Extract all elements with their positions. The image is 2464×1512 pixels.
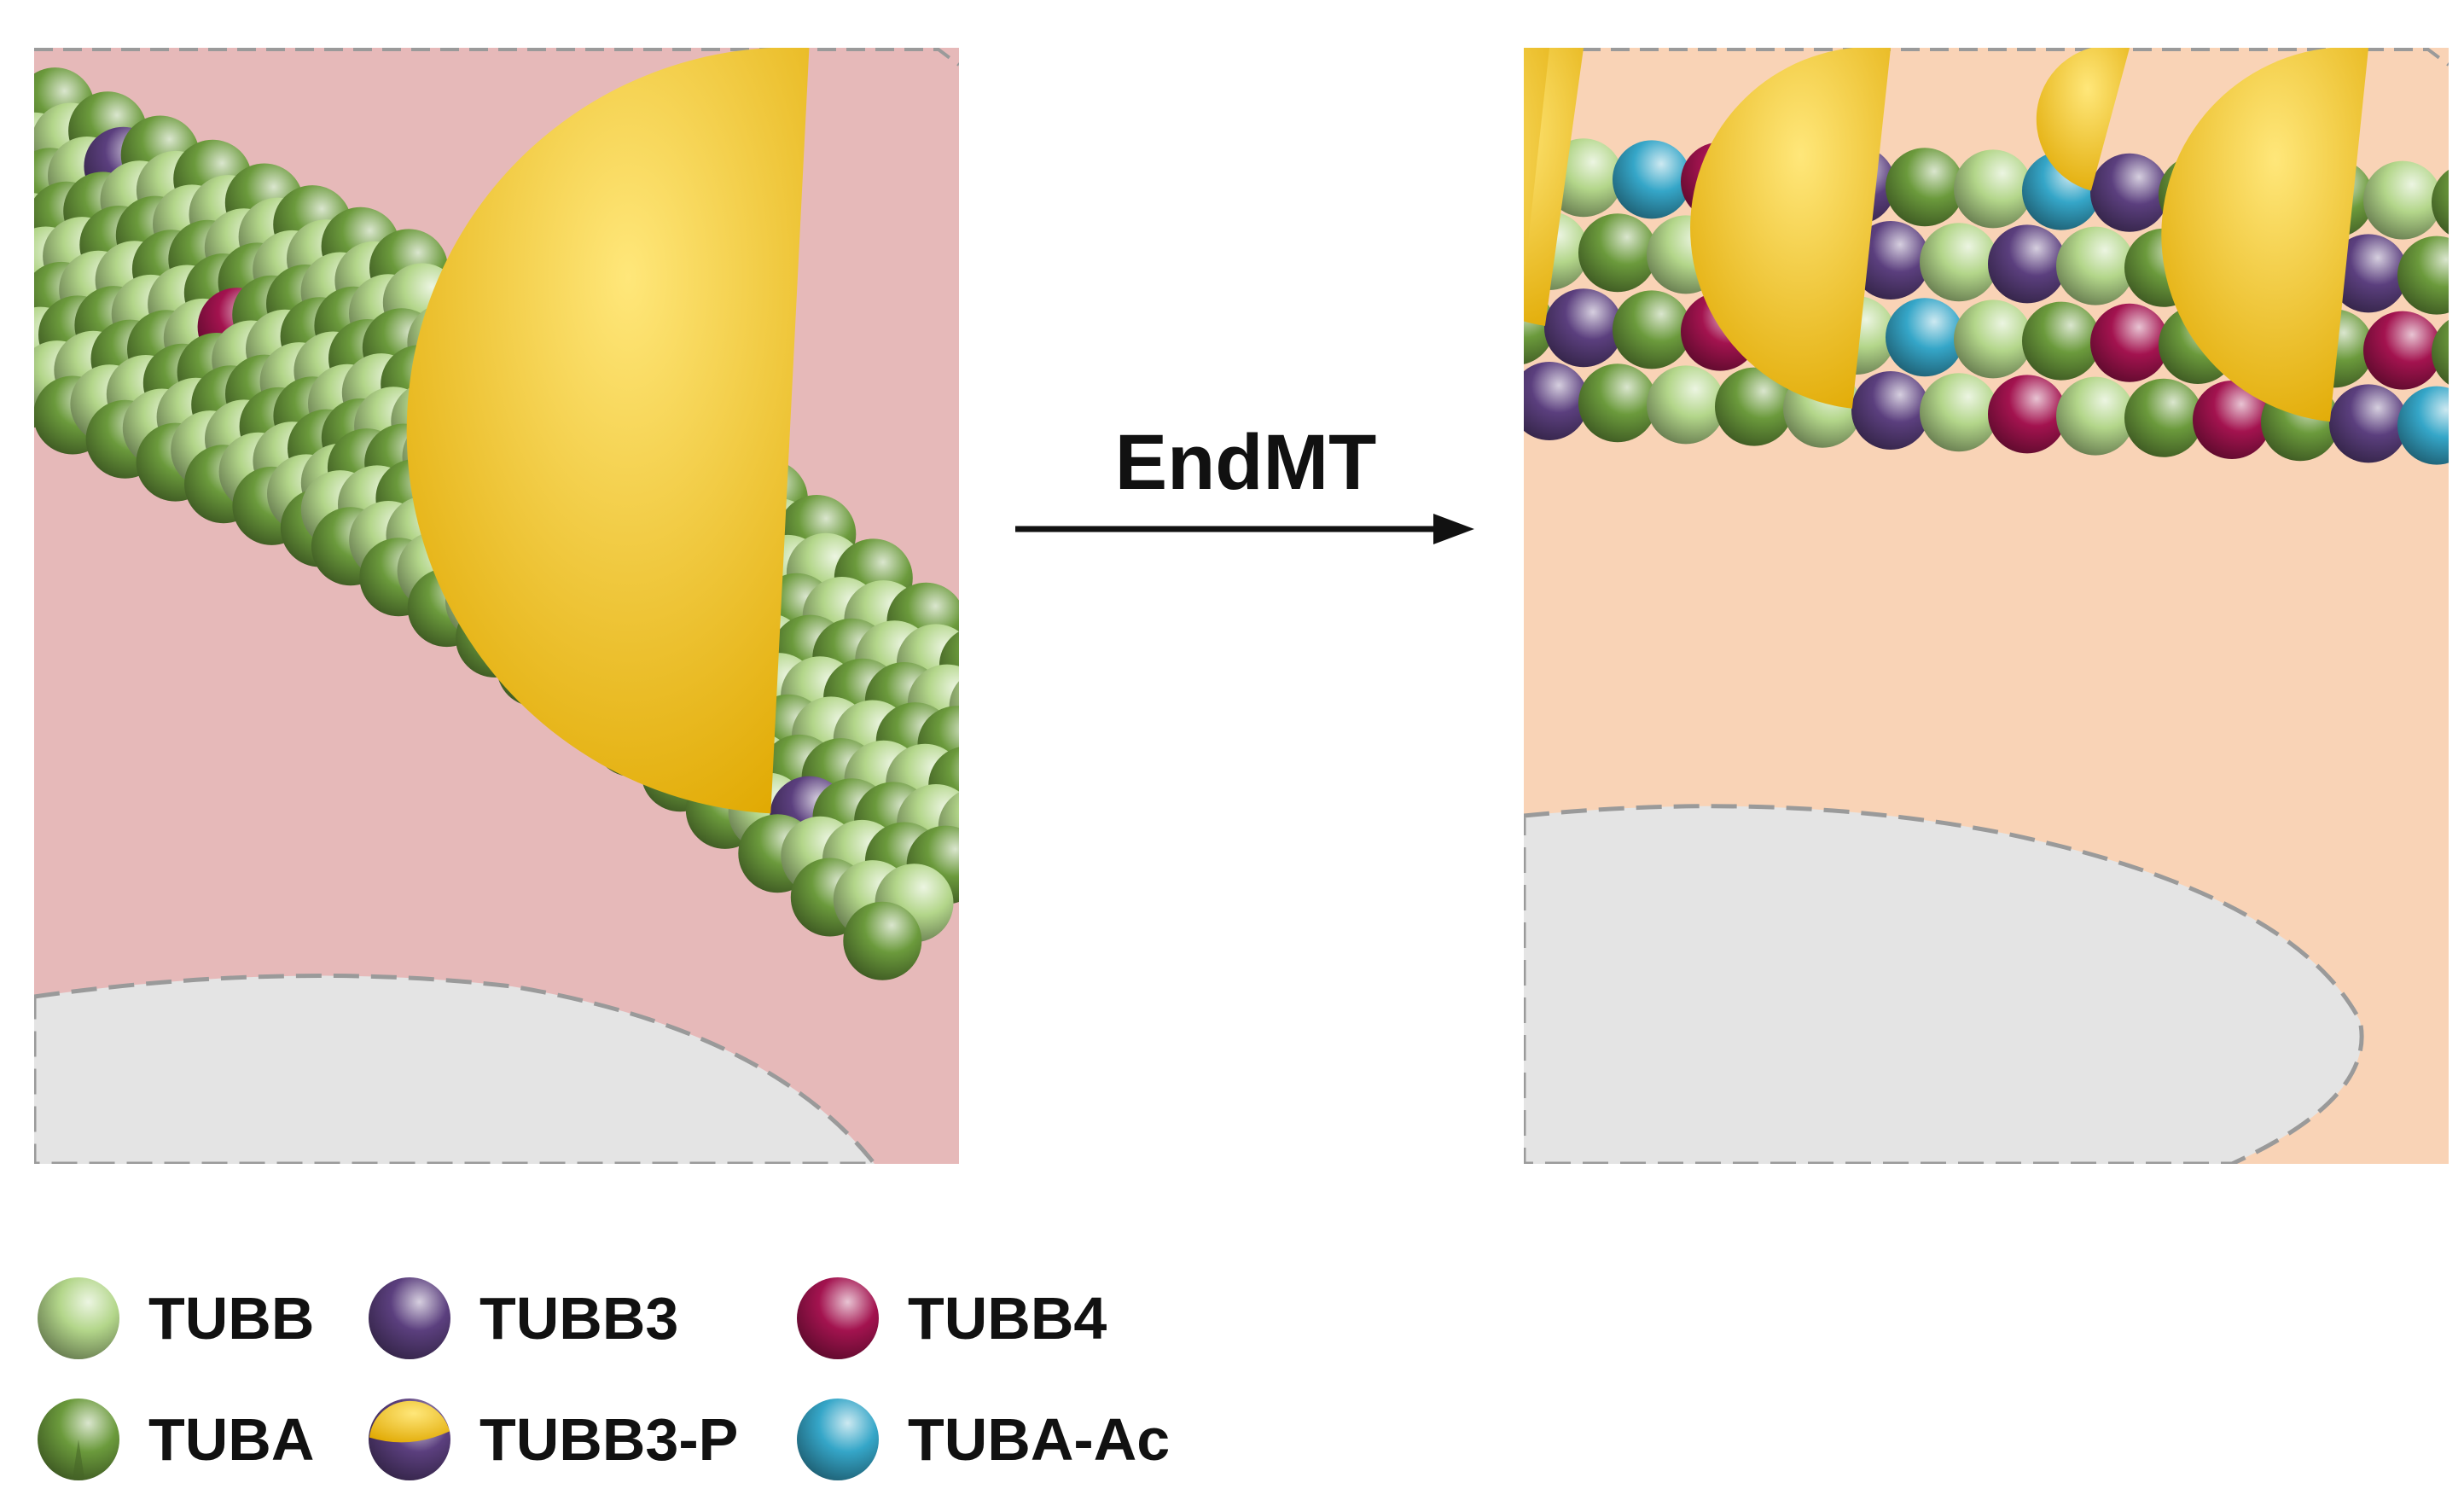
legend-label-tuba: TUBA — [148, 1406, 315, 1473]
tubb-subunit — [1954, 149, 2032, 229]
tuba-subunit — [843, 901, 922, 980]
tubb4-subunit — [1988, 375, 2066, 454]
tubb-subunit — [2056, 226, 2135, 305]
tuba-subunit — [2397, 236, 2449, 315]
tuba-subunit — [1886, 148, 1964, 227]
tubb4-sphere — [797, 1277, 879, 1359]
tubb3-subunit — [1851, 221, 1930, 299]
legend-item-tubb: TUBB — [34, 1271, 314, 1365]
legend-item-tubb4: TUBB4 — [793, 1271, 1107, 1365]
legend-label-tuba-ac: TUBA-Ac — [908, 1406, 1171, 1473]
tubb3-subunit — [1988, 224, 2066, 304]
tubb4-sphere-icon — [797, 1277, 879, 1359]
tuba-subunit — [2124, 378, 2203, 457]
endmt-transition: EndMT — [1007, 401, 1485, 572]
tubb4-subunit — [2363, 311, 2442, 390]
tuba-subunit — [2432, 319, 2449, 385]
tubb3p-subunit — [1524, 48, 1589, 440]
tubaac-subunit — [2397, 386, 2449, 465]
microtubule-after-illustration — [1524, 48, 2449, 1164]
tubb3p-subunit — [2036, 48, 2169, 232]
tubb-subunit — [2363, 160, 2442, 240]
cell-membrane-outline — [34, 48, 959, 67]
legend-label-tubb4: TUBB4 — [908, 1285, 1107, 1352]
nucleus — [1524, 804, 2364, 1164]
cell-panel-before — [34, 48, 959, 1164]
tubb-sphere-icon — [38, 1277, 119, 1359]
tuba-subunit — [1578, 363, 1657, 443]
tubb3p-sphere — [369, 1399, 450, 1480]
legend-label-tubb3-p: TUBB3-P — [479, 1406, 739, 1473]
tubaac-subunit — [1613, 140, 1691, 219]
tubaac-subunit — [1886, 298, 1964, 377]
tubb-subunit — [1647, 365, 1725, 445]
tubb-subunit — [1920, 223, 1998, 302]
cell-panel-after — [1524, 48, 2449, 1164]
microtubule-before-illustration — [34, 48, 959, 1164]
tuba-subunit — [2022, 301, 2101, 381]
legend-label-tubb3: TUBB3 — [479, 1285, 679, 1352]
tubb-subunit — [2056, 376, 2135, 456]
tuba-subunit — [1715, 367, 1793, 446]
legend-item-tuba: TUBA — [34, 1393, 314, 1486]
legend-item-tuba-ac: TUBA-Ac — [793, 1393, 1170, 1486]
tubb-subunit — [1954, 299, 2032, 379]
tubb4-subunit — [2193, 381, 2271, 459]
tubb3-sphere-icon — [369, 1277, 450, 1359]
tuba-subunit — [2432, 169, 2449, 235]
transition-label: EndMT — [1114, 419, 1377, 506]
tubb-subunit — [1920, 373, 1998, 452]
legend-item-tubb3-p: TUBB3-P — [365, 1393, 738, 1486]
tuba-subunit — [1578, 213, 1657, 293]
tuba-sphere-icon — [38, 1399, 119, 1480]
tuba-ac-sphere-icon — [797, 1399, 879, 1480]
tuba-subunit — [1613, 290, 1691, 369]
cell-membrane-outline — [1524, 48, 2449, 67]
right-arrow-icon — [1015, 514, 1474, 544]
tubb3-p-sphere-icon — [369, 1399, 450, 1480]
nucleus — [34, 974, 878, 1164]
tubb3-subunit — [2329, 234, 2408, 313]
tuba-sphere — [38, 1399, 119, 1480]
tubaac-sphere — [797, 1399, 879, 1480]
legend-label-tubb: TUBB — [148, 1285, 315, 1352]
tubb3p-subunit — [1690, 48, 1930, 450]
legend: TUBB TUBA TUBB3 TUBB3-P TUBB4 TUBA-Ac — [34, 1271, 1229, 1493]
legend-item-tubb3: TUBB3 — [365, 1271, 678, 1365]
tubb-sphere — [38, 1277, 119, 1359]
tubb3-sphere — [369, 1277, 450, 1359]
tubb3p-subunit — [2161, 48, 2408, 463]
tubb4-subunit — [2090, 303, 2169, 382]
